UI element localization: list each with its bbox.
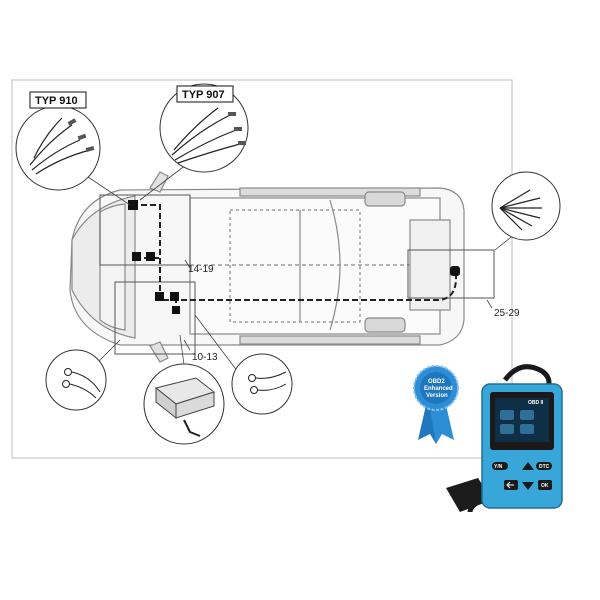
callout-typ-910 <box>15 105 101 191</box>
ok-button <box>538 480 552 490</box>
callout-rear-wires <box>491 171 561 241</box>
connector-zones <box>99 194 495 355</box>
ok-button-label: OK <box>541 483 549 489</box>
connector-blocks <box>128 200 460 314</box>
down-arrow-icon <box>522 482 534 490</box>
callout-module-box <box>143 363 225 445</box>
badge-line1: OBD2 <box>428 379 445 385</box>
obd2-badge: OBD2 Enhanced Version <box>413 365 459 444</box>
badge-line2: Enhanced <box>424 386 453 392</box>
callout-ring-terminal-right <box>231 353 293 415</box>
back-icon <box>506 481 514 489</box>
obd-connector <box>446 478 492 512</box>
y-n-button-label: Y/N <box>494 464 503 470</box>
connector-group-rear: 25-29 <box>494 308 520 319</box>
scanner-model: OBD II <box>528 400 544 406</box>
y-n-button <box>492 462 508 470</box>
typ-910-label: TYP 910 <box>35 95 78 107</box>
dtc-button <box>536 462 552 470</box>
badge-line3: Version <box>426 393 448 399</box>
typ-907-label: TYP 907 <box>182 89 225 101</box>
up-arrow-icon <box>522 462 534 470</box>
dtc-button-label: DTC <box>539 464 550 470</box>
typ-910-label-box <box>29 91 87 109</box>
obd2-scanner: OBD II Y/N DTC OK <box>446 364 563 513</box>
callout-ring-terminal-left <box>45 349 107 411</box>
van-top-view <box>69 171 465 363</box>
typ-907-label-box <box>176 85 234 103</box>
connector-group-front: 14-19 <box>188 264 214 275</box>
callout-typ-907 <box>159 83 249 173</box>
connector-group-dash: 10-13 <box>192 352 218 363</box>
